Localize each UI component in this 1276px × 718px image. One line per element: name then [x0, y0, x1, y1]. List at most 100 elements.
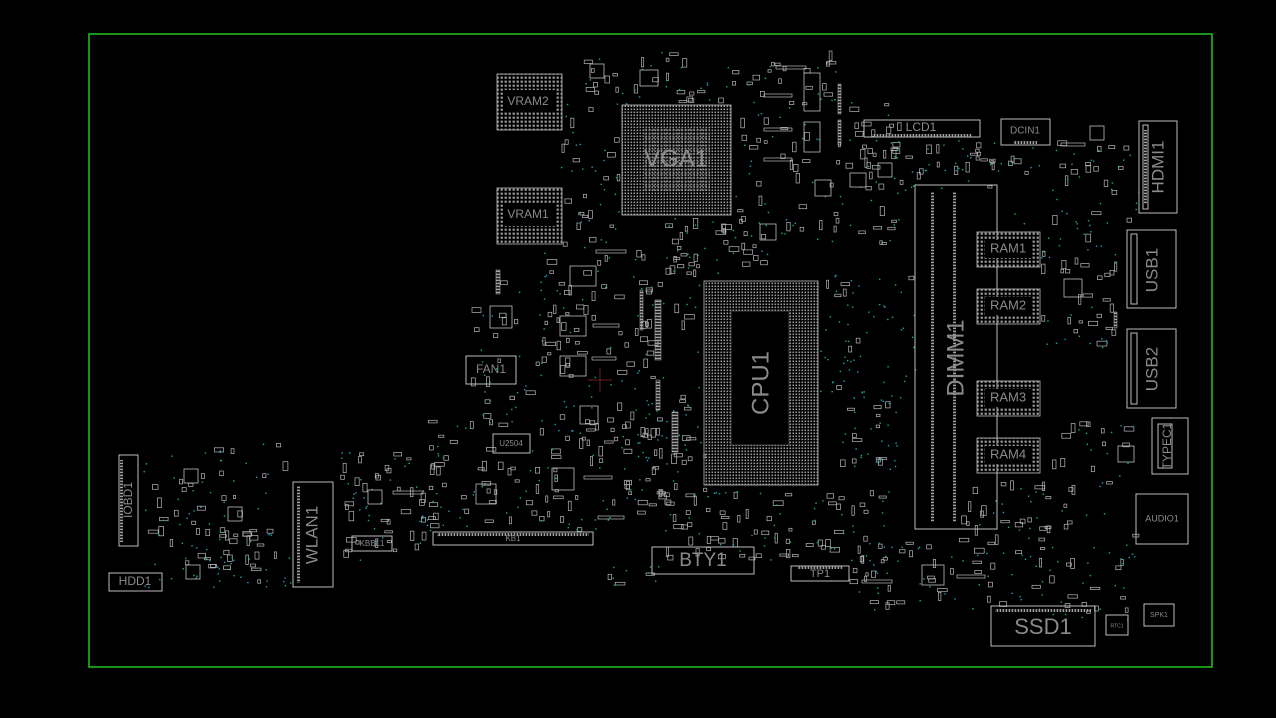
smd-part: [739, 553, 746, 558]
component-hdd1[interactable]: HDD1: [108, 572, 163, 592]
component-rtc1[interactable]: RTC1: [1105, 614, 1129, 636]
smd-part: [739, 218, 743, 224]
via: [958, 167, 960, 170]
component-ram1[interactable]: RAM1: [976, 231, 1041, 268]
smd-part: [926, 144, 932, 155]
via: [955, 170, 957, 172]
smd-part: [1013, 158, 1022, 165]
via: [843, 362, 845, 365]
component-ram3[interactable]: RAM3: [976, 380, 1041, 417]
via: [448, 510, 450, 512]
smd-part: [829, 182, 834, 188]
via: [193, 574, 195, 577]
smd-part: [583, 305, 589, 315]
via: [1078, 176, 1081, 178]
via: [1043, 251, 1046, 253]
smd-part: [721, 223, 727, 233]
smd-part: [654, 449, 658, 457]
smd-part: [975, 148, 980, 153]
smd-part: [525, 500, 534, 506]
smd-part: [1073, 329, 1078, 334]
smd-part: [1000, 520, 1010, 524]
component-spk1[interactable]: SPK1: [1143, 603, 1175, 627]
component-hdmi1[interactable]: HDMI1: [1138, 120, 1178, 214]
smd-part: [1008, 160, 1013, 166]
component-cpu1[interactable]: CPU1: [703, 280, 819, 486]
via: [538, 479, 540, 482]
via: [697, 254, 699, 257]
via: [802, 137, 804, 140]
component-bty1[interactable]: BTY1: [651, 546, 755, 575]
via: [482, 414, 485, 416]
smd-part: [756, 137, 761, 143]
via: [1056, 198, 1058, 201]
via: [359, 559, 362, 561]
smd-part: [896, 600, 906, 605]
smd-part: [667, 554, 674, 561]
component-u2504[interactable]: U2504: [492, 433, 531, 454]
smd-part: [593, 82, 598, 88]
component-iobd1[interactable]: IOBD1: [118, 454, 139, 547]
component-kb1[interactable]: KB1: [432, 531, 594, 546]
smd-part: [784, 493, 793, 497]
smd-part: [514, 318, 519, 325]
smd-part: [499, 312, 507, 319]
via: [1114, 262, 1116, 264]
component-usb1[interactable]: USB1: [1126, 229, 1177, 309]
via: [962, 169, 964, 171]
smd-part: [905, 541, 914, 545]
via: [816, 138, 818, 140]
via: [873, 564, 875, 566]
smd-part: [396, 486, 401, 492]
via: [1007, 163, 1010, 165]
component-dcin1[interactable]: DCIN1: [1000, 118, 1051, 146]
via: [661, 51, 663, 54]
via: [824, 195, 827, 198]
component-usb2[interactable]: USB2: [1126, 328, 1177, 409]
via: [555, 477, 557, 480]
smd-part: [1038, 537, 1046, 542]
smd-part: [805, 85, 813, 90]
component-ssd1[interactable]: SSD1: [990, 605, 1096, 647]
smd-part: [1074, 257, 1079, 265]
smd-part: [802, 159, 811, 163]
component-fan1[interactable]: FAN1: [465, 355, 517, 385]
smd-part: [693, 253, 698, 262]
via: [1090, 159, 1093, 161]
via: [822, 500, 824, 502]
smd-part: [442, 482, 447, 488]
via: [850, 280, 853, 282]
smd-part: [885, 401, 891, 409]
component-vram1[interactable]: VRAM1: [496, 187, 563, 245]
via: [781, 232, 783, 235]
via: [650, 65, 652, 67]
component-ram2[interactable]: RAM2: [976, 288, 1041, 325]
resistor-array: [763, 127, 793, 132]
via: [551, 448, 554, 451]
smd-part: [1122, 442, 1130, 448]
via: [1086, 443, 1088, 445]
component-ram4[interactable]: RAM4: [976, 437, 1041, 474]
via: [200, 506, 202, 508]
component-dimm1[interactable]: DIMM1: [914, 184, 998, 530]
component-vga1[interactable]: VGA1: [621, 104, 732, 216]
component-typec1[interactable]: TYPEC1: [1151, 417, 1189, 475]
via: [571, 430, 573, 432]
via: [382, 537, 384, 539]
component-wlan1[interactable]: WLAN1: [292, 481, 334, 588]
smd-part: [886, 600, 896, 606]
component-lcd1[interactable]: LCD1: [863, 119, 981, 138]
smd-part: [623, 479, 632, 486]
smd-part: [535, 484, 540, 494]
component-audio1[interactable]: AUDIO1: [1135, 493, 1189, 545]
smd-part: [851, 458, 857, 464]
component-tp1[interactable]: TP1: [790, 565, 850, 582]
via: [290, 582, 292, 584]
component-kbbl1[interactable]: KBBL1: [351, 535, 393, 552]
component-vram2[interactable]: VRAM2: [496, 73, 563, 131]
smd-part: [484, 399, 491, 404]
smd-part: [758, 195, 763, 206]
smd-part: [1045, 496, 1052, 500]
via: [648, 457, 650, 459]
